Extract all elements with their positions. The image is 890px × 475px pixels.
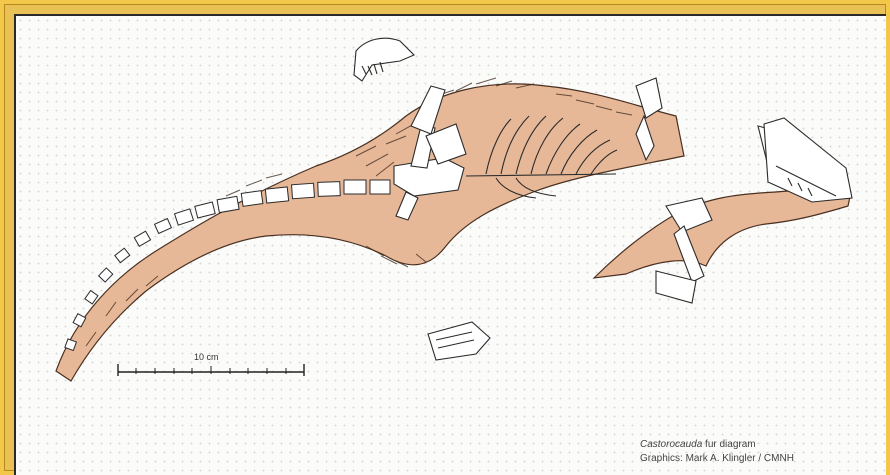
scale-bar-label: 10 cm (194, 352, 219, 362)
body-fur-outline (56, 84, 684, 381)
illustration-panel: 10 cm Castorocauda fur diagram Graphics:… (14, 14, 886, 475)
bone-fragment (428, 322, 490, 360)
credit-title-rest: fur diagram (702, 439, 755, 450)
credit-title-line: Castorocauda fur diagram (640, 438, 794, 452)
scale-bar (118, 364, 304, 376)
skull-upper (354, 38, 414, 81)
credit-caption: Castorocauda fur diagram Graphics: Mark … (640, 438, 794, 466)
credit-species: Castorocauda (640, 439, 702, 450)
credit-graphics-line: Graphics: Mark A. Klingler / CMNH (640, 452, 794, 466)
fossil-fur-diagram (16, 16, 886, 475)
